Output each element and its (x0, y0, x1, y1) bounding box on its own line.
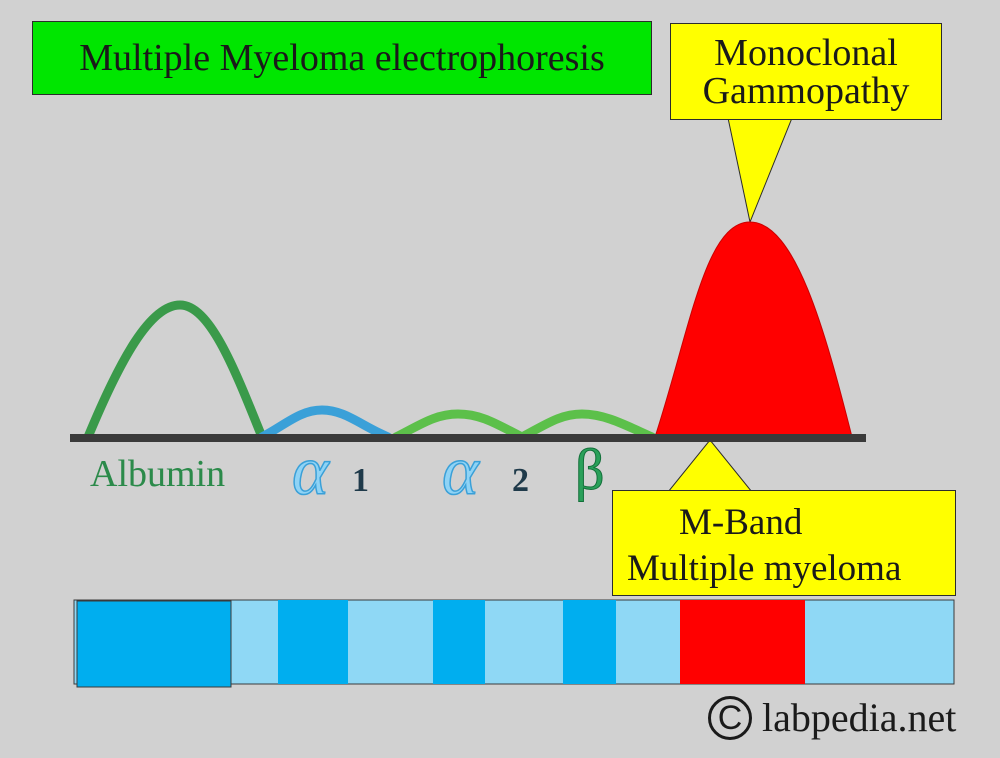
band-m-spike (680, 600, 805, 684)
baseline-axis (70, 434, 866, 442)
electrophoresis-strip (73, 599, 955, 688)
callout-bottom-line1: M-Band (679, 502, 803, 543)
monoclonal-gammopathy-callout: Monoclonal Gammopathy (670, 23, 942, 120)
band-alpha1 (278, 600, 348, 684)
alpha2-peak-curve (391, 409, 527, 442)
callout-top-line1: Monoclonal (714, 32, 898, 74)
copyright-credit: C labpedia.net (708, 694, 956, 741)
callout-top-line2: Gammopathy (702, 70, 910, 112)
bottom-callout-pointer (666, 439, 754, 493)
band-alpha2 (433, 600, 485, 684)
alpha2-number: 2 (512, 462, 529, 499)
credit-text: labpedia.net (762, 695, 957, 740)
monoclonal-spike-peak (654, 221, 853, 438)
alpha1-peak-curve (257, 405, 393, 442)
beta-peak-curve (517, 409, 657, 442)
albumin-label: Albumin (90, 453, 226, 495)
band-beta (563, 600, 616, 684)
m-band-callout: M-Band Multiple myeloma (612, 490, 956, 596)
top-callout-pointer (727, 117, 793, 224)
band-albumin (76, 600, 232, 688)
callout-bottom-line2: Multiple myeloma (627, 548, 902, 589)
alpha1-number: 1 (352, 462, 369, 499)
albumin-peak-curve (83, 300, 267, 442)
diagram-title: Multiple Myeloma electrophoresis (32, 21, 652, 95)
alpha2-symbol: α (441, 433, 479, 510)
alpha1-symbol: α (291, 433, 329, 510)
copyright-icon: C (708, 695, 752, 740)
beta-symbol: β (575, 437, 605, 502)
